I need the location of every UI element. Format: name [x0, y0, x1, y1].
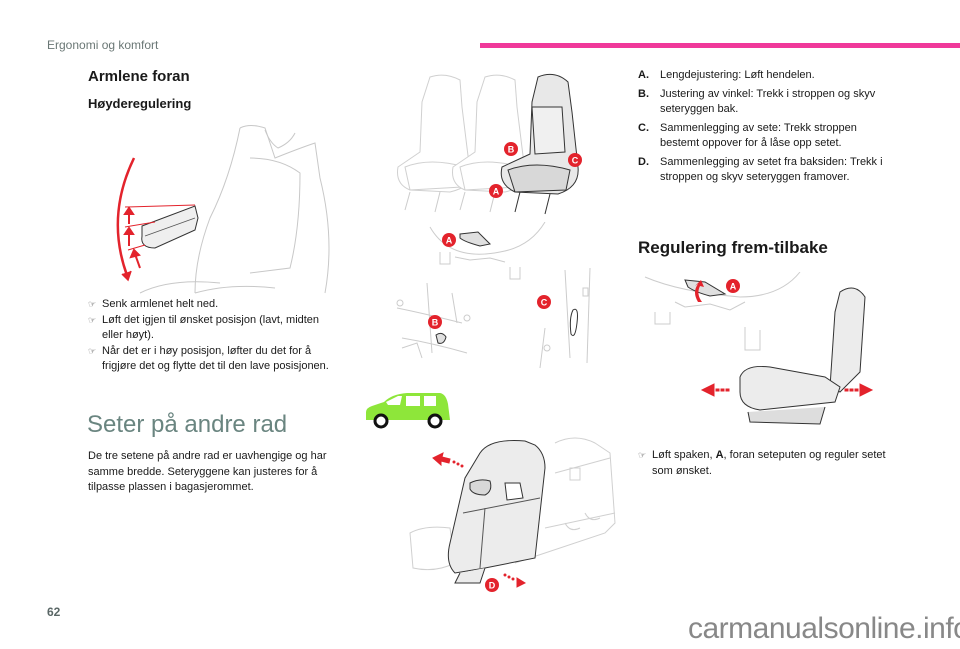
callout-b: B [428, 315, 442, 329]
svg-text:A: A [446, 236, 453, 246]
callout-d: D [485, 578, 499, 592]
svg-text:B: B [508, 145, 515, 155]
callout-a: A [489, 184, 503, 198]
svg-text:A: A [493, 187, 500, 197]
section-title: Ergonomi og komfort [47, 38, 159, 52]
fore-aft-heading: Regulering frem-tilbake [638, 238, 828, 257]
page-number: 62 [47, 605, 61, 619]
pointing-hand-icon: ☞ [88, 345, 97, 356]
svg-text:C: C [541, 298, 548, 308]
height-adjust-subheading: Høyderegulering [88, 96, 192, 111]
second-row-description: De tre setene på andre rad er uavhengige… [88, 450, 327, 493]
legend-item: A.Lengdejustering: Løft hendelen. [638, 69, 815, 81]
callout-c: C [537, 295, 551, 309]
instruction-item: ☞Senk armlenet helt ned. [88, 297, 333, 313]
strap-c-detail: C [537, 268, 591, 368]
move-backward-arrow-icon [700, 383, 715, 397]
legend-item: D.Sammenlegging av setet fra baksiden: T… [638, 155, 883, 184]
strap-b-detail: B [396, 283, 471, 359]
instruction-item: ☞Når det er i høy posisjon, løfter du de… [88, 344, 329, 373]
armrest-instructions: ☞Senk armlenet helt ned. ☞Løft det igjen… [88, 297, 333, 375]
svg-text:A: A [730, 282, 737, 292]
fold-forward-arrow-icon [432, 452, 451, 467]
control-legend: A.Lengdejustering: Løft hendelen. B.Just… [638, 68, 883, 189]
pointing-hand-icon: ☞ [88, 299, 97, 309]
move-forward-arrow-icon [859, 383, 874, 397]
rotation-arc-icon [116, 157, 136, 279]
pointing-hand-icon: ☞ [638, 450, 647, 460]
legend-item: C.Sammenlegging av sete: Trekk stroppen … [638, 121, 857, 150]
watermark: carmanualsonline.info [688, 612, 960, 645]
armrest-illustration [116, 125, 330, 294]
armrest-heading: Armlene foran [88, 68, 190, 85]
svg-text:C: C [572, 156, 579, 166]
fore-aft-instructions: ☞Løft spaken, A, foran seteputen og regu… [638, 448, 888, 479]
second-row-heading: Seter på andre rad [87, 411, 288, 438]
instruction-item: ☞Løft det igjen til ønsket posisjon (lav… [88, 313, 320, 342]
instruction-item: ☞Løft spaken, A, foran seteputen og regu… [638, 449, 886, 477]
callout-a: A [442, 233, 456, 247]
legend-item: B.Justering av vinkel: Trekk i stroppen … [638, 87, 876, 116]
pointing-hand-icon: ☞ [88, 314, 97, 325]
callout-b: B [504, 142, 518, 156]
fore-aft-illustration: A [644, 272, 874, 425]
callout-c: C [568, 153, 582, 167]
car-icon [366, 393, 450, 429]
svg-text:D: D [489, 581, 496, 591]
second-row-seats-illustration: B C A [397, 73, 582, 215]
callout-a: A [726, 279, 740, 293]
pull-strap-arrow-icon [516, 577, 527, 588]
section-accent-bar [480, 43, 960, 48]
lever-a-detail: A [429, 222, 546, 280]
svg-text:B: B [432, 318, 439, 328]
rear-fold-illustration: D [409, 437, 616, 592]
